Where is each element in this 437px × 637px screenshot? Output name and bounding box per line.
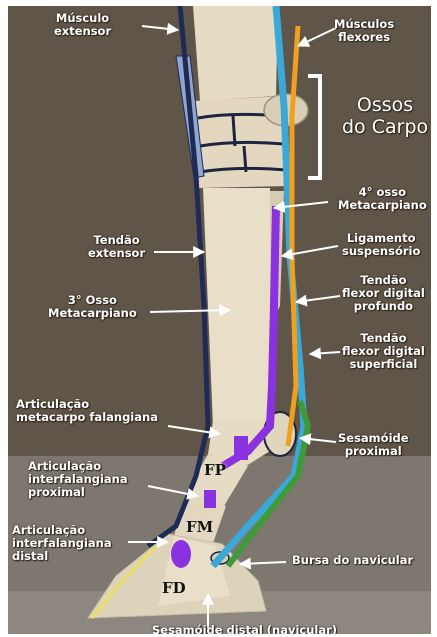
distal-sesamoidean-ligament bbox=[171, 540, 191, 568]
label-articulacao-interfalangiana-distal: Articulação interfalangiana distal bbox=[12, 524, 112, 563]
third-metacarpal bbox=[203, 188, 270, 426]
bone-tag-fp: FP bbox=[204, 462, 226, 478]
diagram-panel: FP FM FD Músculo extensor Músculos flexo… bbox=[8, 6, 431, 634]
label-sesamoide-distal: Sesamóide distal (navicular) bbox=[152, 624, 337, 634]
label-tendao-flexor-profundo: Tendão flexor digital profundo bbox=[342, 274, 425, 313]
label-ligamento-suspensorio: Ligamento suspensório bbox=[342, 232, 420, 258]
label-tendao-flexor-superficial: Tendão flexor digital superficial bbox=[342, 332, 425, 371]
label-musculo-extensor: Músculo extensor bbox=[54, 12, 111, 38]
suspensory-branch-upper bbox=[234, 436, 248, 460]
label-tendao-extensor: Tendão extensor bbox=[88, 234, 145, 260]
label-3-osso-metacarpiano: 3° Osso Metacarpiano bbox=[48, 294, 137, 320]
bone-tag-fm: FM bbox=[186, 519, 213, 535]
bone-tag-fd: FD bbox=[162, 580, 186, 596]
label-sesamoide-proximal: Sesamóide proximal bbox=[338, 432, 409, 458]
label-articulacao-metacarpo: Articulação metacarpo falangiana bbox=[16, 398, 158, 424]
label-4-osso-metacarpiano: 4° osso Metacarpiano bbox=[338, 186, 427, 212]
label-musculos-flexores: Músculos flexores bbox=[334, 18, 394, 44]
label-bursa-do-navicular: Bursa do navicular bbox=[292, 554, 413, 567]
deep-flexor-tendon bbox=[288, 26, 298, 446]
label-articulacao-interfalangiana-proximal: Articulação interfalangiana proximal bbox=[28, 460, 128, 499]
label-ossos-do-carpo: Ossos do Carpo bbox=[342, 94, 428, 138]
radius-bone bbox=[193, 6, 278, 101]
suspensory-branch-lower bbox=[204, 490, 216, 508]
carpo-bracket bbox=[308, 76, 320, 178]
